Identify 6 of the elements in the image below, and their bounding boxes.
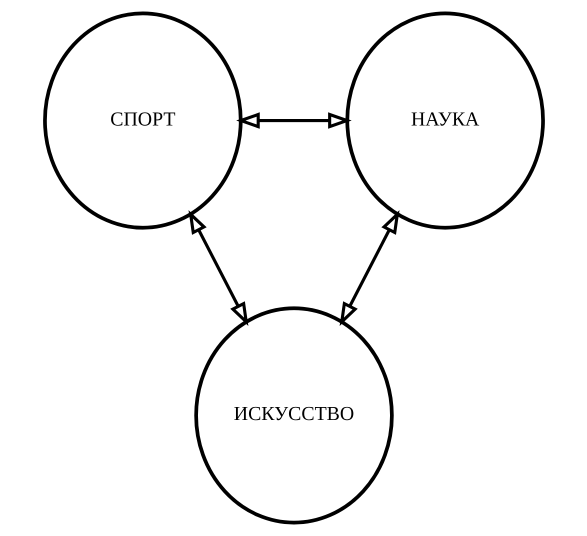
arrow [339,210,399,326]
node-circle: ИСКУССТВО [194,306,394,524]
arrow [236,112,352,129]
node-circle: НАУКА [344,12,544,230]
arrow [188,210,248,326]
node-circle: СПОРТ [42,12,242,230]
